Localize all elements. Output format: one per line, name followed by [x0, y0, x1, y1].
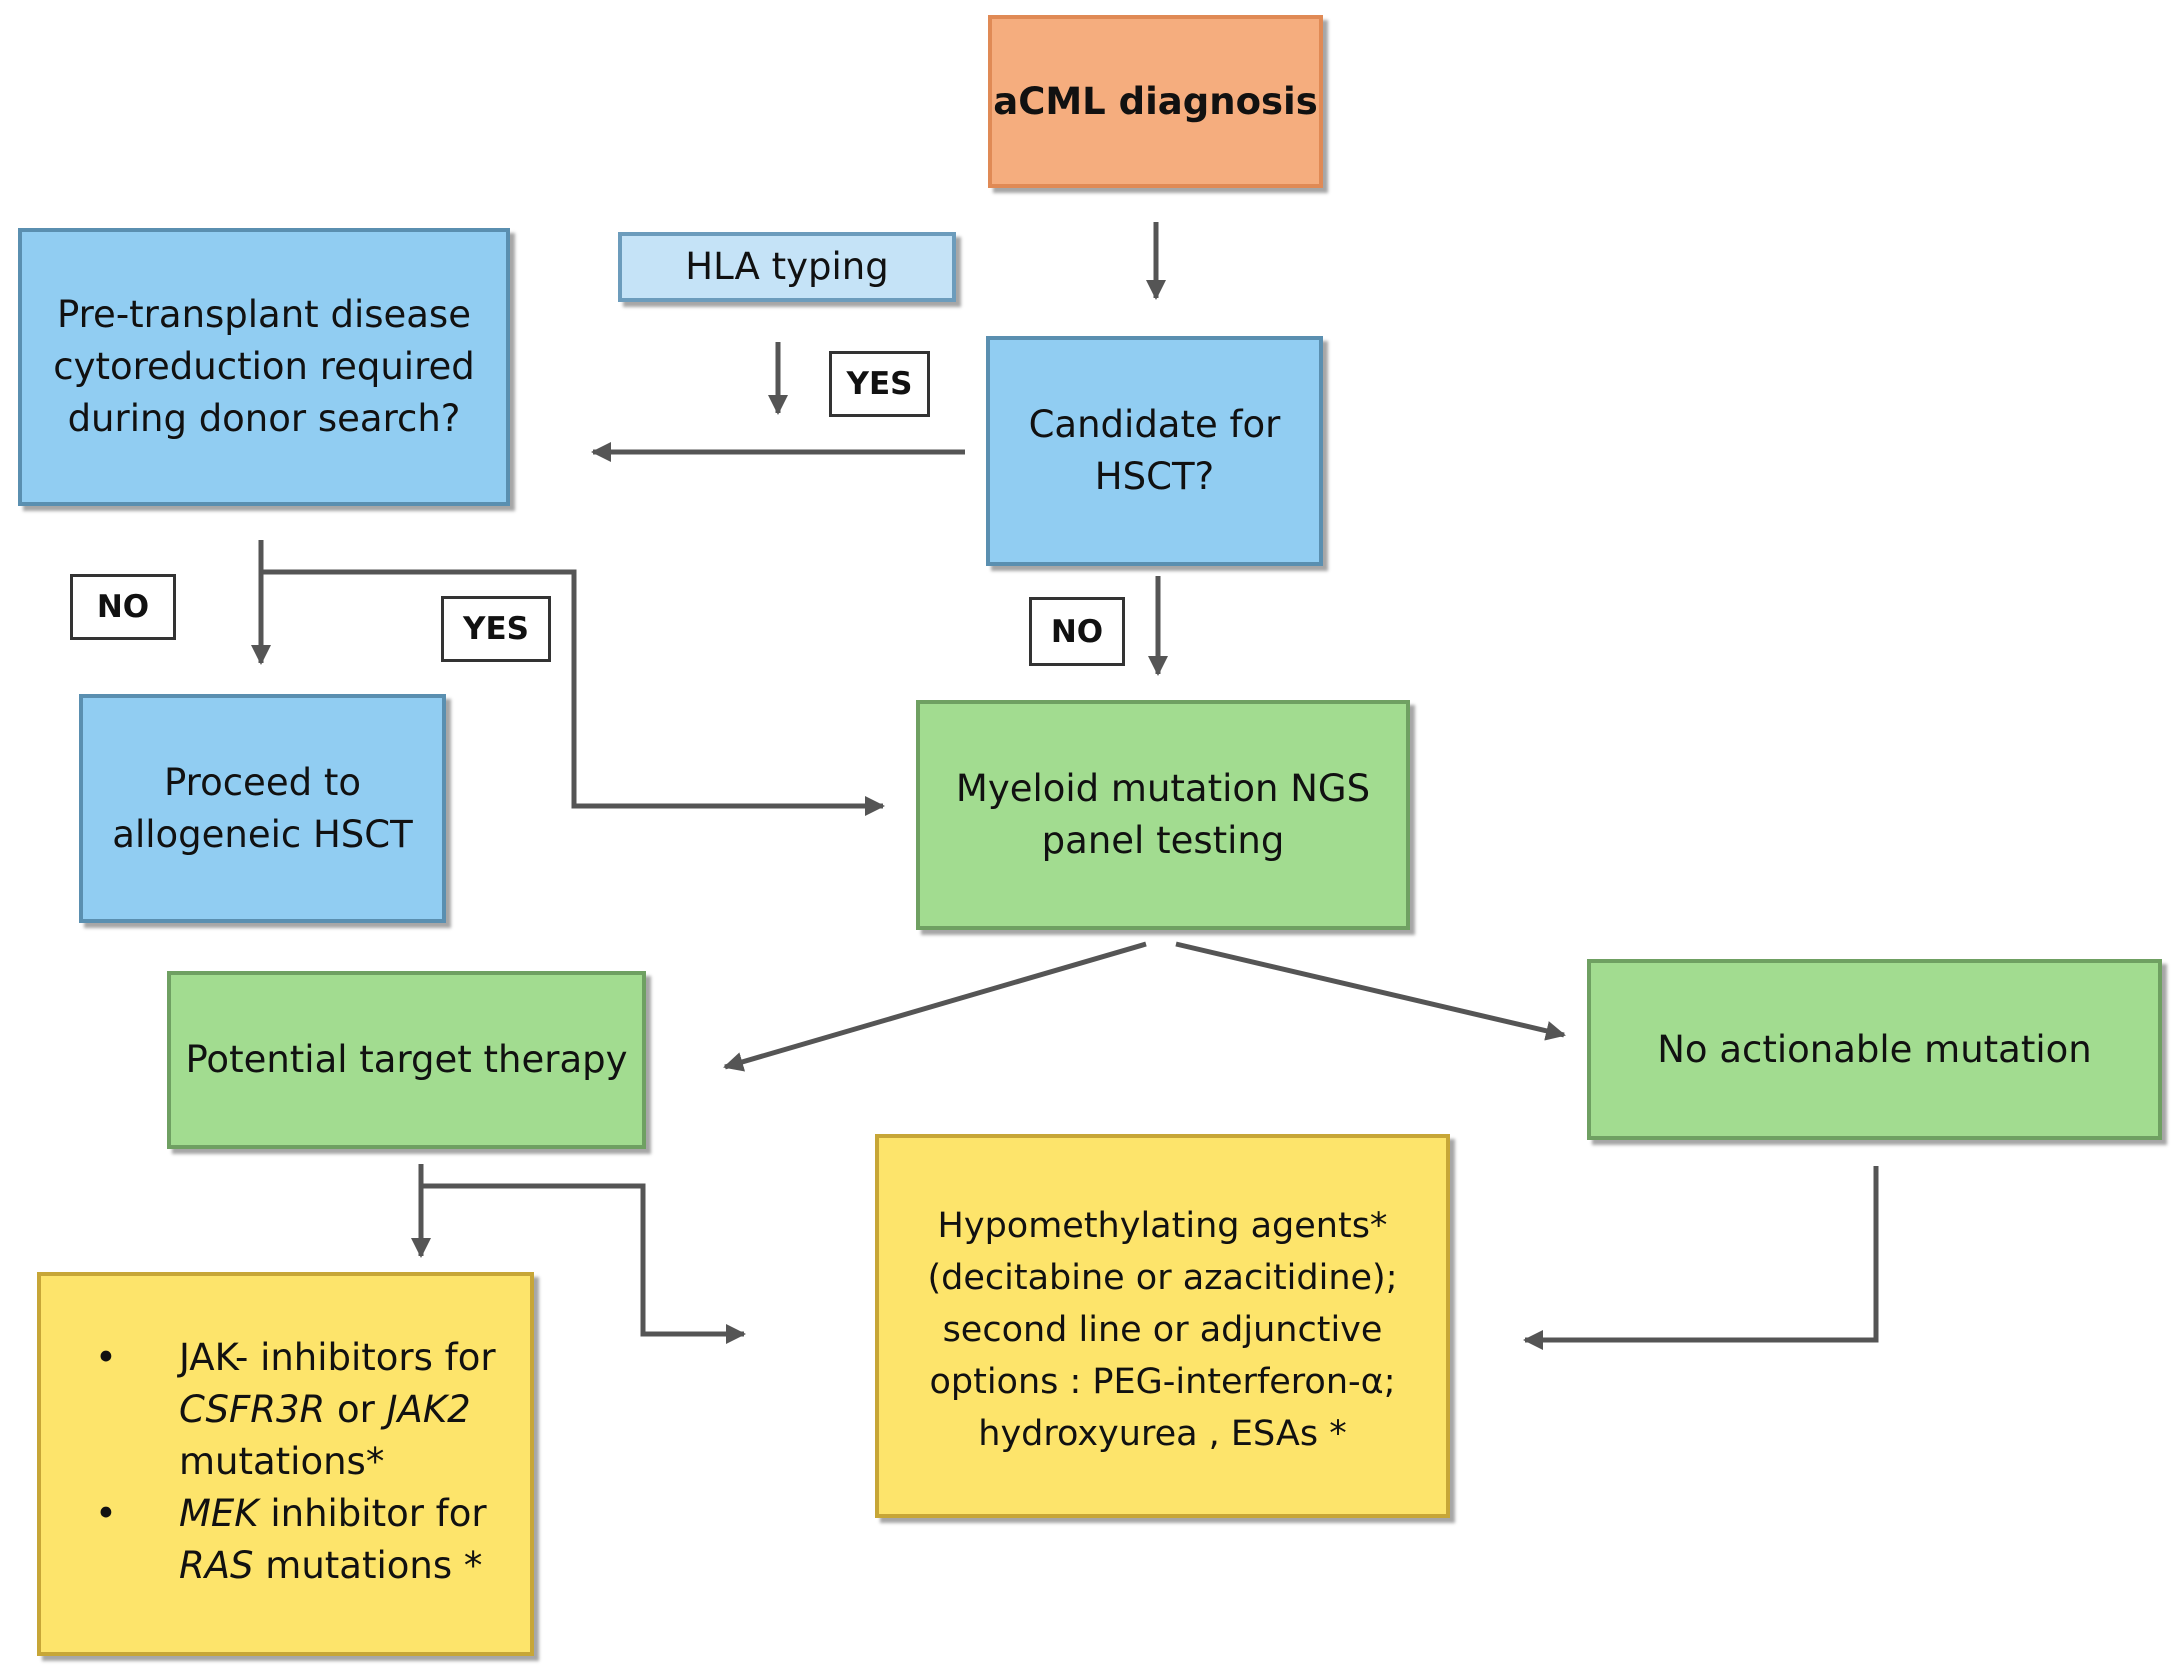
no-label-candidate: NO [1029, 597, 1125, 666]
diagnosis-box: aCML diagnosis [988, 15, 1323, 188]
pretransplant-line-2: cytoreduction required [53, 345, 475, 388]
hla-typing-box: HLA typing [618, 232, 956, 302]
no-text: NO [1050, 613, 1104, 650]
mek-rest: inhibitor for [258, 1492, 487, 1535]
target-therapy-label: Potential target therapy [185, 1038, 628, 1081]
yes-text: YES [846, 366, 913, 402]
hypomethylating-line-5: hydroxyurea , ESAs * [978, 1414, 1347, 1454]
bullet-dot: • [95, 1492, 117, 1535]
jak-line-3: mutations* [179, 1440, 385, 1483]
yes-label-pretransplant: YES [441, 596, 551, 662]
hypomethylating-box: Hypomethylating agents* (decitabine or a… [875, 1134, 1450, 1518]
proceed-line-1: Proceed to [164, 760, 361, 804]
candidate-line-1: Candidate for [1028, 403, 1281, 446]
jak2-gene: JAK2 [386, 1388, 471, 1431]
no-label-pretransplant: NO [70, 574, 176, 640]
pretransplant-line-1: Pre-transplant disease [57, 293, 471, 336]
hypomethylating-line-2: (decitabine or azacitidine); [927, 1258, 1398, 1298]
diagnosis-label: aCML diagnosis [993, 79, 1318, 123]
pretransplant-line-3: during donor search? [67, 397, 461, 440]
arrow-no-actionable-to-hypomethylating [1523, 1166, 1879, 1350]
pretransplant-box: Pre-transplant disease cytoreduction req… [18, 228, 510, 506]
hypomethylating-line-1: Hypomethylating agents* [937, 1206, 1388, 1246]
csfr3r-gene: CSFR3R [179, 1388, 326, 1431]
no-text: NO [96, 589, 150, 625]
inhibitors-list: • JAK- inhibitors for CSFR3R or JAK2 mut… [37, 1332, 534, 1592]
bullet-dot: • [95, 1336, 117, 1379]
arrow-ngs-to-target [723, 941, 1147, 1072]
candidate-box: Candidate for HSCT? [986, 336, 1323, 566]
hla-typing-label: HLA typing [685, 245, 889, 288]
jak-bullet: • JAK- inhibitors for CSFR3R or JAK2 mut… [37, 1332, 534, 1488]
proceed-hsct-box: Proceed to allogeneic HSCT [79, 694, 446, 923]
proceed-line-2: allogeneic HSCT [112, 812, 413, 856]
ngs-line-2: panel testing [1041, 819, 1285, 862]
yes-label-candidate: YES [829, 351, 930, 417]
ngs-line-1: Myeloid mutation NGS [955, 767, 1371, 810]
ras-gene: RAS [179, 1544, 254, 1587]
arrow-ngs-to-no-actionable [1175, 941, 1566, 1041]
no-actionable-box: No actionable mutation [1587, 959, 2162, 1140]
yes-text: YES [463, 611, 529, 647]
mek-bullet: • MEK inhibitor for RAS mutations * [37, 1488, 534, 1592]
ras-rest: mutations * [253, 1544, 483, 1587]
no-actionable-label: No actionable mutation [1657, 1027, 2092, 1071]
candidate-line-2: HSCT? [1094, 455, 1215, 498]
hypomethylating-line-3: second line or adjunctive [942, 1310, 1383, 1350]
target-therapy-box: Potential target therapy [167, 971, 646, 1149]
inhibitors-box [37, 1272, 534, 1656]
jak-or: or [325, 1388, 387, 1431]
arrow-target-to-hypomethylating [421, 1183, 746, 1344]
mek-gene: MEK [179, 1492, 259, 1535]
jak-line-1: JAK- inhibitors for [179, 1336, 496, 1379]
hypomethylating-line-4: options : PEG-interferon-α; [929, 1362, 1396, 1402]
ngs-box: Myeloid mutation NGS panel testing [916, 700, 1410, 930]
arrow-pretransplant-yes-to-ngs [261, 569, 885, 816]
